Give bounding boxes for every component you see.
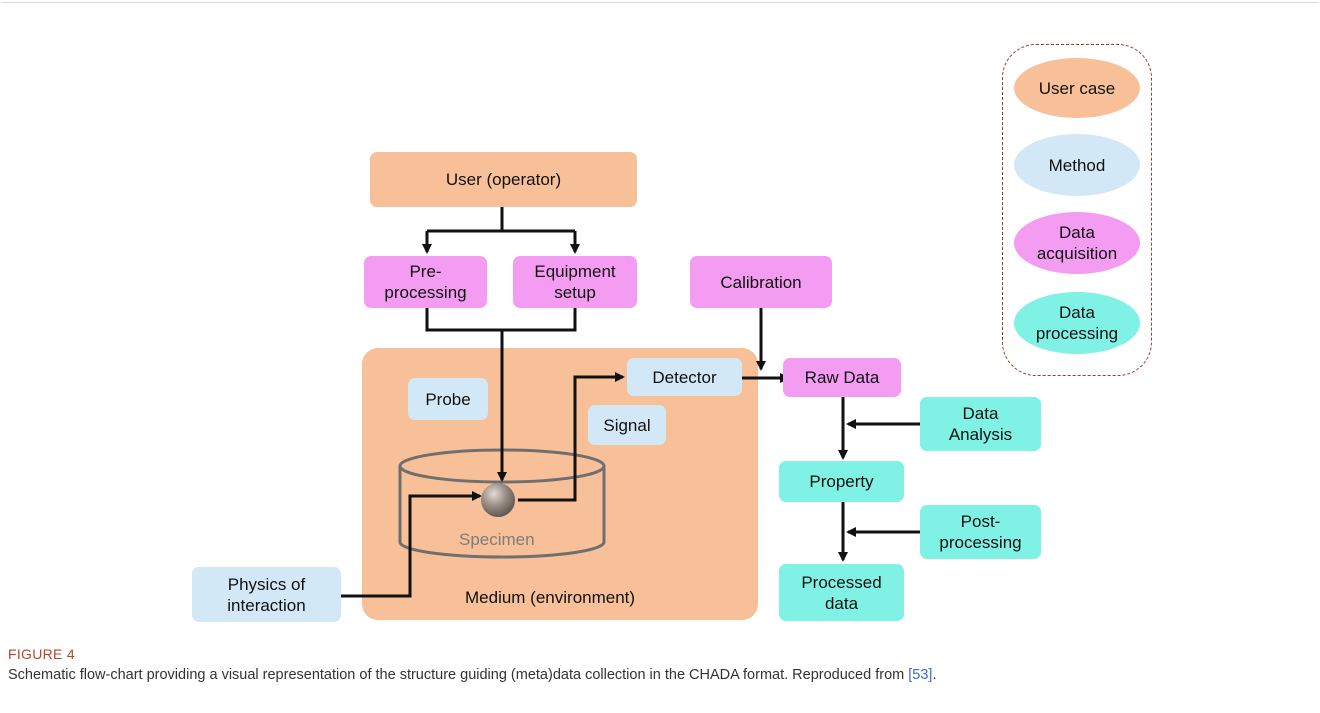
legend-method: Method	[1014, 134, 1140, 196]
post-processing-node: Post- processing	[920, 505, 1041, 559]
preprocessing-node: Pre- processing	[364, 256, 487, 308]
legend	[1002, 44, 1152, 376]
specimen-sphere	[481, 483, 515, 517]
figure-label: FIGURE 4	[8, 646, 75, 662]
data-analysis-node: Data Analysis	[920, 397, 1041, 451]
processed-data-node: Processed data	[779, 564, 904, 621]
reference-link[interactable]: [53]	[908, 667, 933, 683]
legend-data-acquisition: Data acquisition	[1014, 212, 1140, 274]
property-node: Property	[779, 461, 904, 502]
figure-caption: Schematic flow-chart providing a visual …	[8, 667, 936, 683]
legend-user-case: User case	[1014, 58, 1140, 118]
medium-label: Medium (environment)	[465, 588, 636, 607]
detector-node: Detector	[627, 358, 742, 396]
caption-text: Schematic flow-chart providing a visual …	[8, 667, 909, 683]
specimen-label: Specimen	[459, 530, 535, 549]
probe-node: Probe	[408, 378, 488, 420]
calibration-node: Calibration	[690, 256, 832, 308]
signal-node: Signal	[588, 405, 666, 445]
caption-end: .	[932, 667, 937, 683]
physics-of-interaction-node: Physics of interaction	[192, 567, 341, 622]
raw-data-node: Raw Data	[783, 358, 901, 397]
legend-data-processing: Data processing	[1014, 292, 1140, 354]
equipment-setup-node: Equipment setup	[513, 256, 637, 308]
user-operator-node: User (operator)	[370, 152, 637, 207]
